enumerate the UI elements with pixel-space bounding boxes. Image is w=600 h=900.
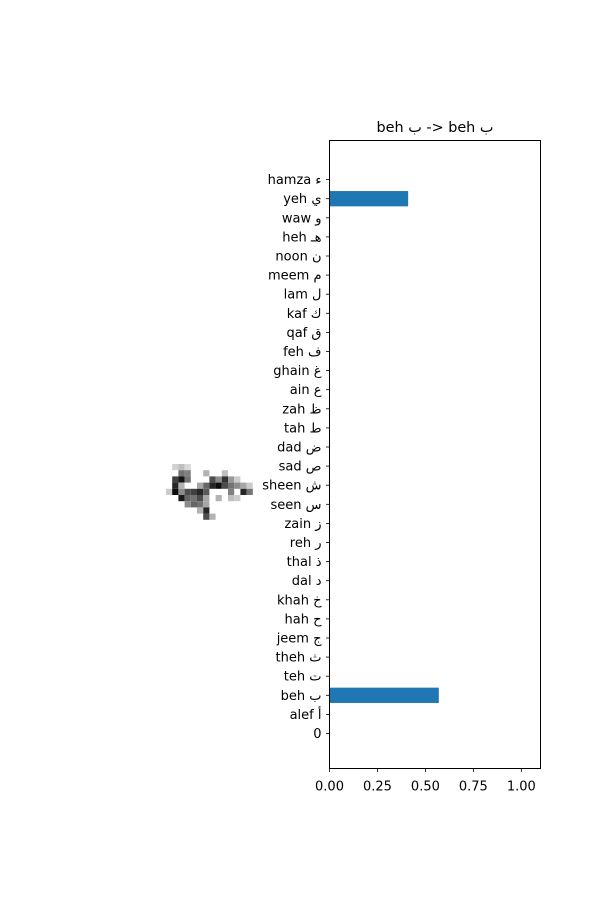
y-axis: 0 alef أ beh ب teh ت theh ث jeem ج hah ح khah خ…	[262, 173, 330, 742]
sample-pixel-34	[240, 488, 247, 495]
y-tick-label-0: 0	[313, 727, 321, 742]
sample-pixel-51	[209, 513, 216, 520]
sample-pixel-49	[197, 507, 204, 514]
y-tick-label-8: dal د	[292, 574, 322, 589]
sample-pixel-26	[166, 488, 173, 495]
bars-group	[329, 191, 439, 703]
bar-28	[329, 191, 409, 207]
bar-2	[329, 687, 439, 703]
y-tick-label-22: kaf ك	[287, 307, 322, 322]
y-tick-label-14: sad ص	[279, 460, 322, 475]
y-tick-label-29: hamza ء	[268, 173, 322, 188]
y-tick-label-13: sheen ش	[262, 479, 321, 494]
y-tick-label-25: noon ن	[275, 250, 321, 265]
sample-pixel-24	[240, 482, 247, 489]
sample-pixel-21	[221, 482, 228, 489]
y-tick-label-7: khah خ	[277, 593, 322, 608]
y-tick-label-6: hah ح	[285, 612, 323, 627]
y-tick-label-27: waw و	[282, 211, 322, 226]
y-tick-label-12: seen س	[270, 498, 321, 513]
sample-pixel-14	[234, 476, 241, 483]
sample-pixel-43	[234, 495, 241, 502]
sample-pixel-18	[203, 482, 210, 489]
sample-pixel-20	[215, 482, 222, 489]
y-tick-label-5: jeem ج	[276, 632, 322, 647]
sample-pixel-2	[184, 464, 191, 471]
sample-pixel-44	[184, 501, 191, 508]
sample-pixel-38	[190, 495, 197, 502]
sample-pixel-28	[178, 488, 185, 495]
y-tick-label-23: lam ل	[284, 288, 322, 303]
x-tick-label-3: 0.75	[459, 780, 488, 795]
x-axis: 0.00 0.25 0.50 0.75 1.00	[315, 768, 536, 795]
sample-pixel-25	[246, 482, 253, 489]
sample-pixel-35	[246, 488, 253, 495]
y-tick-label-10: reh ر	[290, 536, 322, 551]
sample-pixel-22	[228, 482, 235, 489]
sample-pixel-17	[197, 482, 204, 489]
x-tick-label-1: 0.25	[363, 780, 392, 795]
sample-pixel-5	[203, 470, 210, 477]
sample-pixel-47	[203, 501, 210, 508]
sample-pixel-45	[190, 501, 197, 508]
sample-pixel-4	[184, 470, 191, 477]
sample-pixel-42	[228, 495, 235, 502]
sample-pixel-37	[184, 495, 191, 502]
y-tick-label-4: theh ث	[276, 651, 322, 666]
sample-pixel-6	[221, 470, 228, 477]
sample-pixel-33	[228, 488, 235, 495]
y-tick-label-24: meem م	[268, 269, 322, 284]
y-tick-label-16: tah ط	[284, 421, 321, 436]
y-tick-label-17: zah ظ	[282, 402, 321, 417]
x-tick-label-2: 0.50	[411, 780, 440, 795]
sample-pixel-39	[197, 495, 204, 502]
sample-pixel-11	[215, 476, 222, 483]
y-tick-label-1: alef أ	[290, 706, 322, 723]
y-tick-label-11: zain ز	[284, 517, 321, 532]
y-tick-label-21: qaf ق	[286, 326, 321, 341]
sample-pixel-40	[203, 495, 210, 502]
sample-pixel-9	[184, 476, 191, 483]
sample-pixel-7	[172, 476, 179, 483]
sample-pixel-32	[203, 488, 210, 495]
y-tick-label-18: ain ع	[290, 383, 322, 398]
y-tick-label-15: dad ض	[277, 441, 321, 456]
sample-pixel-30	[190, 488, 197, 495]
y-tick-label-19: ghain غ	[273, 364, 321, 379]
sample-pixel-36	[178, 495, 185, 502]
sample-pixel-50	[203, 513, 210, 520]
sample-pixel-0	[172, 464, 179, 471]
sample-pixel-3	[178, 470, 185, 477]
sample-pixel-48	[203, 507, 210, 514]
sample-pixel-8	[178, 476, 185, 483]
chart-title: beh ب -> beh ب	[377, 120, 494, 136]
sample-pixel-23	[234, 482, 241, 489]
y-tick-label-9: thal ذ	[287, 555, 322, 570]
y-tick-label-3: teh ت	[284, 670, 322, 685]
y-tick-label-20: feh ف	[283, 345, 321, 360]
sample-pixel-1	[178, 464, 185, 471]
plot-frame	[329, 140, 541, 769]
y-tick-label-28: yeh ي	[283, 192, 321, 207]
sample-pixel-31	[197, 488, 204, 495]
sample-pixel-12	[221, 476, 228, 483]
sample-pixel-19	[209, 482, 216, 489]
sample-pixel-13	[228, 476, 235, 483]
sample-pixel-15	[172, 482, 179, 489]
sample-pixel-16	[178, 482, 185, 489]
sample-pixel-29	[184, 488, 191, 495]
x-tick-label-0: 0.00	[315, 780, 344, 795]
y-tick-label-2: beh ب	[281, 689, 322, 704]
sample-pixel-27	[172, 488, 179, 495]
sample-pixel-46	[197, 501, 204, 508]
x-tick-label-4: 1.00	[507, 780, 536, 795]
sample-pixel-41	[215, 495, 222, 502]
y-tick-label-26: heh هـ	[282, 230, 321, 245]
handwritten-sample-image	[166, 464, 253, 520]
sample-pixel-10	[209, 476, 216, 483]
